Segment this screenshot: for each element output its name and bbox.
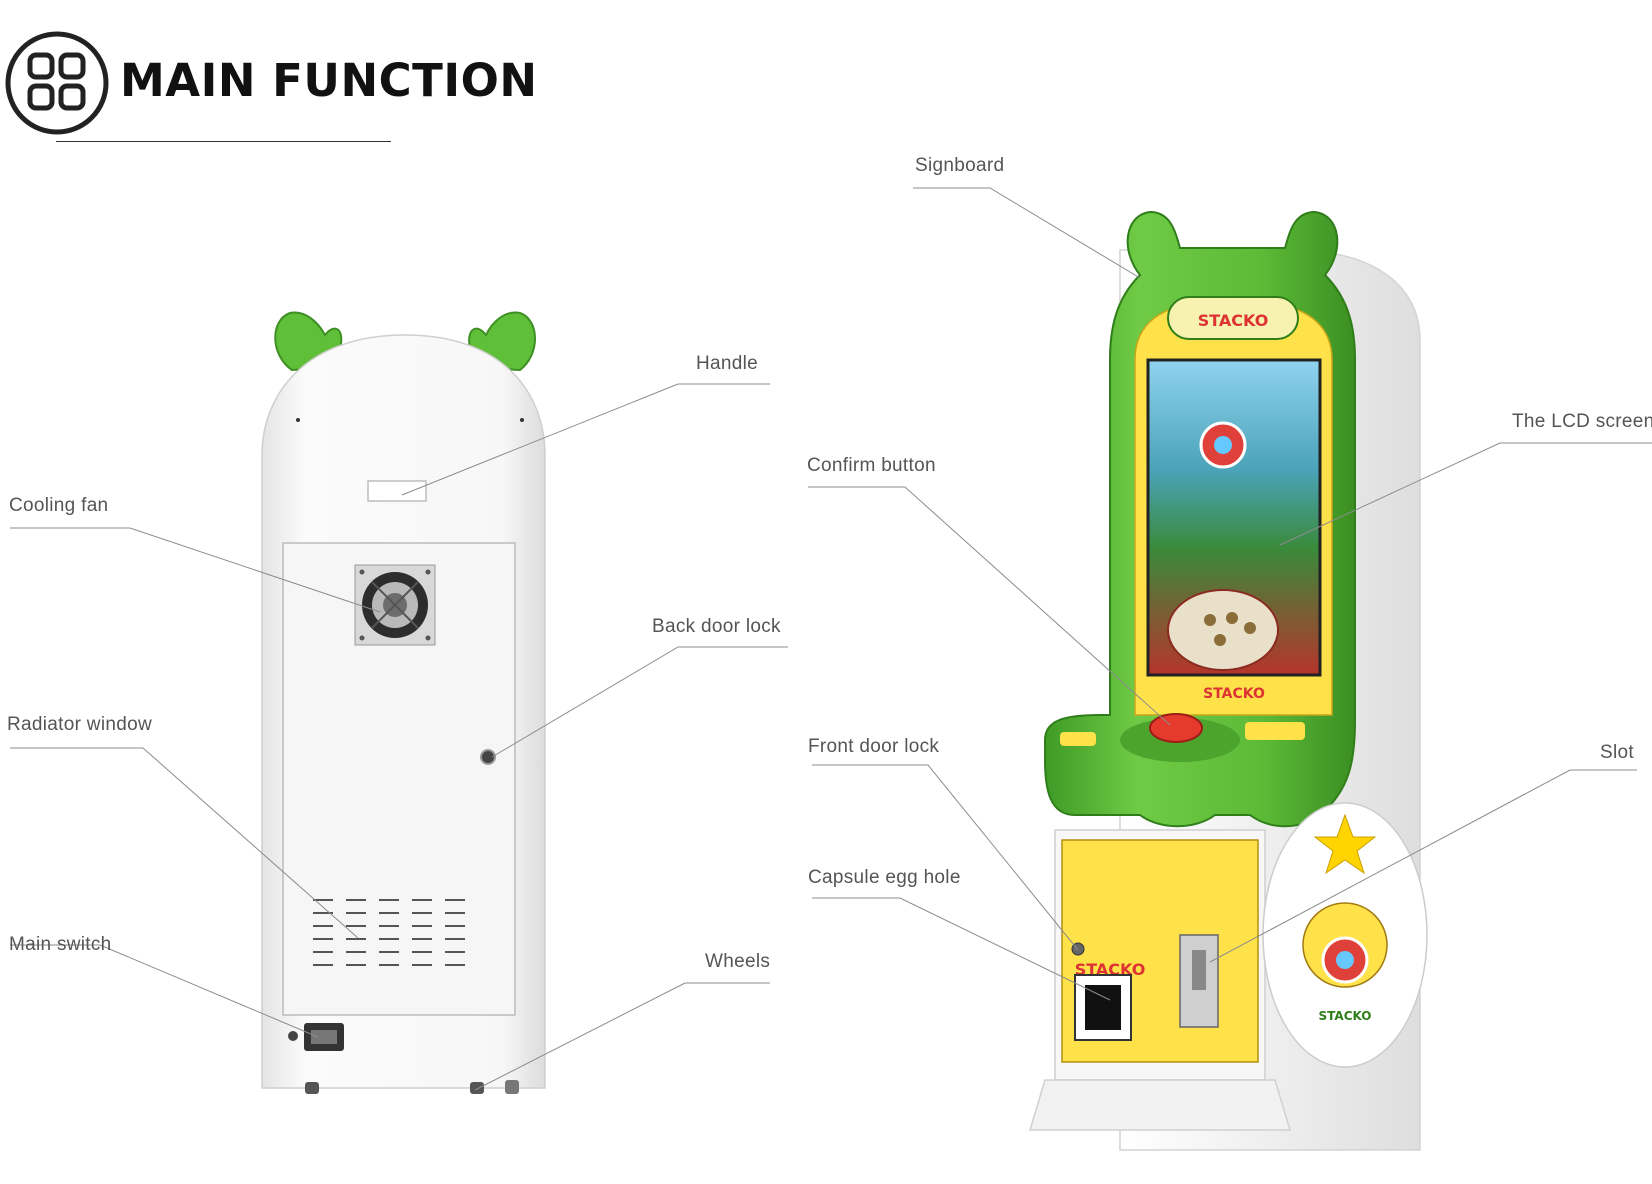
confirm-button xyxy=(1149,713,1203,743)
signboard xyxy=(1167,296,1299,340)
callout-capsule-egg-hole: Capsule egg hole xyxy=(808,867,961,888)
callout-main-switch: Main switch xyxy=(9,934,112,955)
callout-handle: Handle xyxy=(696,353,759,374)
callout-signboard: Signboard xyxy=(915,155,1005,176)
wheels-leader xyxy=(474,982,770,1091)
slot-leader xyxy=(1209,769,1637,963)
handle xyxy=(367,480,427,502)
radiator-window-leader xyxy=(10,747,359,939)
base xyxy=(1028,1079,1292,1131)
confirm-button-leader xyxy=(808,486,1171,726)
side-brand: STACKO xyxy=(1319,1009,1372,1023)
callout-lcd-screen: The LCD screen xyxy=(1512,411,1652,432)
main-switch-leader xyxy=(10,944,319,1038)
handle-leader xyxy=(401,383,770,496)
leader-lines xyxy=(10,187,1652,1091)
signboard-leader xyxy=(913,187,1141,279)
capsule-egg-hole-leader xyxy=(812,897,1111,1001)
callout-radiator-window: Radiator window xyxy=(7,714,152,735)
cooling-fan-leader xyxy=(10,527,381,613)
back-view-machine xyxy=(261,311,546,1094)
wheels xyxy=(305,1080,519,1094)
title-underline xyxy=(56,141,391,142)
callout-back-door-lock: Back door lock xyxy=(652,616,781,637)
lcd-screen-leader xyxy=(1279,442,1652,546)
front-door-lock-leader xyxy=(812,764,1079,951)
callout-confirm-button: Confirm button xyxy=(807,455,936,476)
callout-front-door-lock: Front door lock xyxy=(808,736,940,757)
callout-cooling-fan: Cooling fan xyxy=(9,495,109,516)
main-switch xyxy=(288,1023,344,1051)
four-squares-grid-icon xyxy=(5,31,109,135)
cooling-fan xyxy=(354,564,436,646)
page-title: MAIN FUNCTION xyxy=(120,54,538,107)
signboard-brand: STACKO xyxy=(1198,311,1269,330)
front-view-machine: STACKO STACKO STACKO STACKO xyxy=(1028,210,1428,1151)
back-door-lock xyxy=(480,749,496,765)
radiator-window xyxy=(313,899,465,966)
screen-brand: STACKO xyxy=(1203,686,1265,702)
callout-slot: Slot xyxy=(1600,742,1634,763)
back-door-lock-leader xyxy=(491,646,788,758)
callout-wheels: Wheels xyxy=(705,951,771,972)
